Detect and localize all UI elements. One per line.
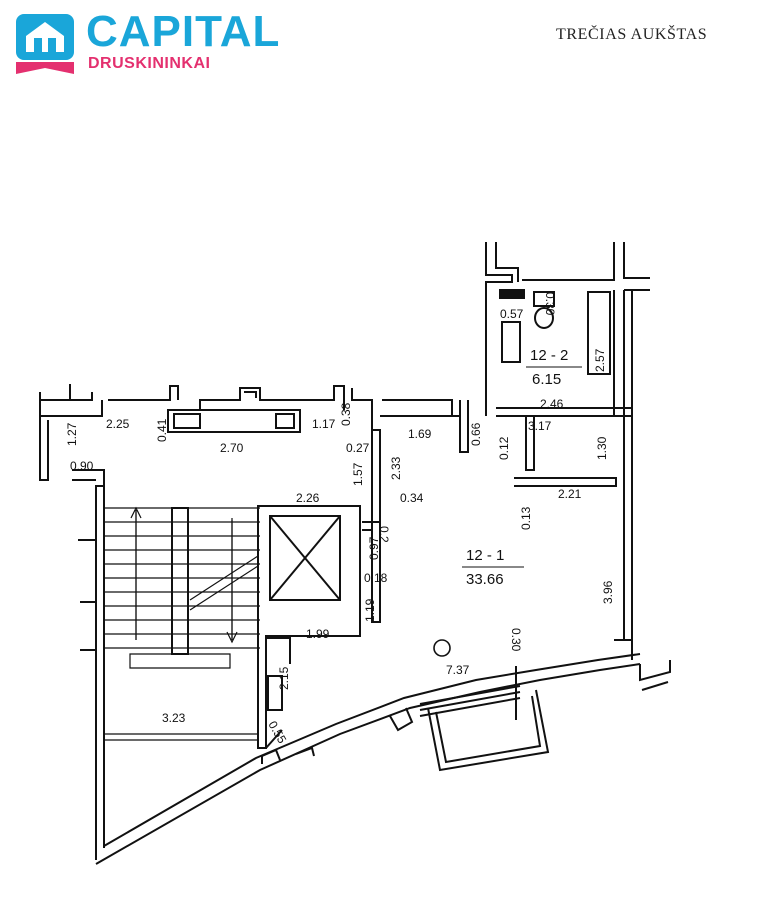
stair-arrow-icon (130, 506, 142, 640)
dimension-label: 0.13 (519, 506, 533, 530)
dimension-label: 1.69 (408, 427, 432, 441)
floor-title: TREČIAS AUKŠTAS (556, 26, 708, 43)
dimension-label: 3.17 (528, 419, 552, 433)
plan-walls (39, 242, 671, 865)
dimension-label: 7.37 (446, 663, 470, 677)
dimension-label: 0.57 (500, 307, 524, 321)
logo-subtitle: DRUSKININKAI (88, 55, 211, 72)
dimension-label: 2.33 (389, 456, 403, 480)
room-code-12-2: 12 - 2 (530, 347, 568, 364)
dimension-label: 2.26 (296, 491, 320, 505)
dimension-label: 2.25 (106, 417, 130, 431)
dimension-label: 0.12 (497, 436, 511, 460)
dimension-label: 1.30 (595, 436, 609, 460)
dimension-label: 2.46 (540, 397, 564, 411)
column-marker (433, 639, 451, 657)
dimension-label: 0.90 (70, 459, 94, 473)
dimension-label: 0.2 (377, 526, 391, 543)
stair-arrow-icon (226, 520, 238, 644)
dimension-label: 0.34 (400, 491, 424, 505)
dimension-label: 0.30 (509, 628, 523, 652)
dimension-label: 0.18 (364, 571, 388, 585)
room-area-12-1: 33.66 (466, 571, 504, 588)
dimension-label: 1.19 (363, 598, 377, 622)
room-code-12-1: 12 - 1 (466, 547, 504, 564)
dimension-label: 1.99 (306, 627, 330, 641)
dimension-label: 1.57 (351, 462, 365, 486)
dimension-label: 0.38 (339, 402, 353, 426)
dimension-label: 2.21 (558, 487, 582, 501)
dimension-label: 3.96 (601, 580, 615, 604)
dimension-label: 0.41 (155, 418, 169, 442)
dimension-label: 0.30 (543, 292, 557, 316)
dimension-label: 2.70 (220, 441, 244, 455)
logo-wordmark: CAPITAL (86, 7, 281, 56)
room-area-12-2: 6.15 (532, 371, 561, 388)
dimension-label: 0.66 (469, 422, 483, 446)
dimension-label: 2.15 (277, 666, 291, 690)
dimension-label: 3.23 (162, 711, 186, 725)
dimension-label: 2.57 (593, 348, 607, 372)
dimension-label: 0.97 (367, 536, 381, 560)
dimension-label: 1.17 (312, 417, 336, 431)
capital-logo: CAPITAL DRUSKININKAI (14, 10, 279, 76)
room-labels: 12 - 2 6.15 12 - 1 33.66 (462, 347, 582, 588)
dimension-label: 1.27 (65, 422, 79, 446)
house-logo-icon (16, 14, 74, 74)
dimension-label: 0.55 (265, 719, 289, 747)
dimension-label: 0.27 (346, 441, 370, 455)
